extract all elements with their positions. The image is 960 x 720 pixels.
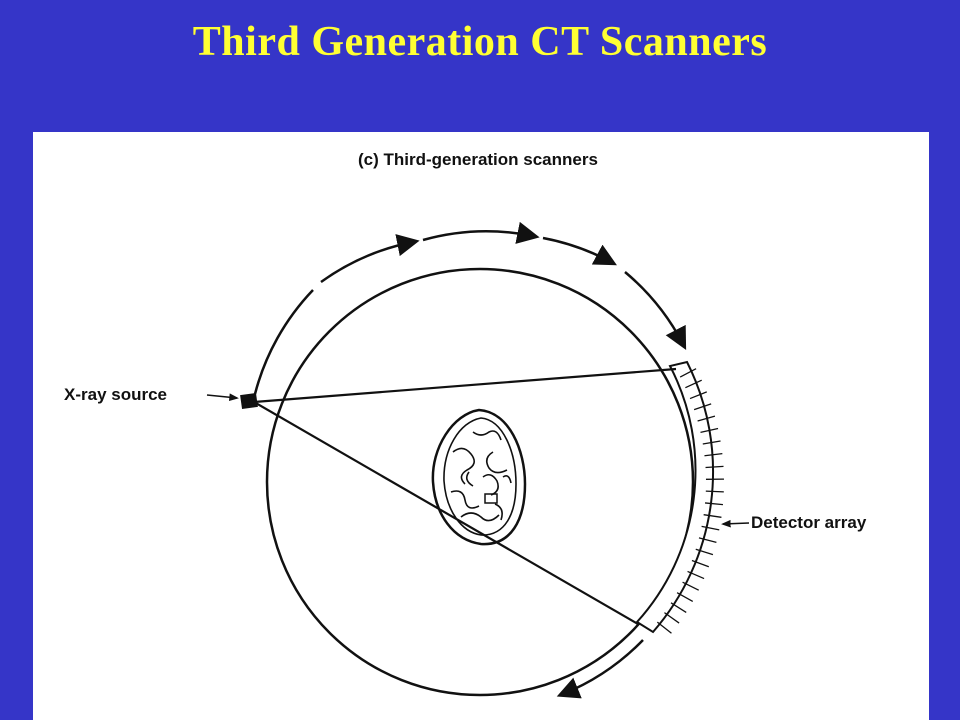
detector-cell-divider xyxy=(656,621,672,634)
detector-cell-divider xyxy=(704,502,724,506)
rotation-arc-lower xyxy=(556,639,644,699)
rotation-arc-segment xyxy=(320,234,420,284)
rotation-arc-segment xyxy=(253,289,314,395)
detector-cell-divider xyxy=(679,368,697,378)
detector-cell-divider xyxy=(693,403,712,411)
detector-cell-divider xyxy=(689,391,707,400)
diagram-caption: (c) Third-generation scanners xyxy=(358,150,598,169)
detector-cell-divider xyxy=(691,559,710,568)
source-pointer-arrow xyxy=(206,393,239,402)
detector-cell-divider xyxy=(705,490,724,493)
detector-cell-divider xyxy=(687,570,705,580)
x-ray-source-label: X-ray source xyxy=(64,385,167,404)
detector-cell-divider xyxy=(698,537,717,543)
detector-cell-divider xyxy=(682,581,700,591)
detector-cell-divider xyxy=(697,415,716,422)
detector-cell-divider xyxy=(703,514,722,518)
detector-pointer-arrow xyxy=(721,519,750,528)
x-ray-source xyxy=(240,392,258,410)
detector-cell-divider xyxy=(676,592,694,603)
diagram-panel: (c) Third-generation scanners X-ray xyxy=(33,132,929,720)
detector-cell-divider xyxy=(685,379,703,389)
detector-cell-divider xyxy=(702,440,721,445)
detector-array-label: Detector array xyxy=(751,513,867,532)
detector-cell-divider xyxy=(670,602,687,613)
gantry-circle xyxy=(265,267,695,697)
rotation-arc-segment xyxy=(422,221,540,244)
detector-array xyxy=(635,360,724,634)
rotation-arc-segment xyxy=(624,271,687,350)
rotation-arc-segment xyxy=(542,236,617,266)
beam-edge-lower xyxy=(253,401,639,625)
detector-cell-divider xyxy=(704,452,723,457)
ct-scanner-diagram: (c) Third-generation scanners X-ray xyxy=(64,150,867,699)
detector-cell-divider xyxy=(701,525,720,531)
head-cross-section xyxy=(431,408,527,546)
detector-cell-divider xyxy=(664,612,680,624)
slide-title: Third Generation CT Scanners xyxy=(192,19,768,65)
beam-edge-upper xyxy=(253,367,677,404)
detector-cell-divider xyxy=(705,465,724,469)
detector-cell-divider xyxy=(700,427,719,434)
detector-cell-divider xyxy=(695,548,714,556)
